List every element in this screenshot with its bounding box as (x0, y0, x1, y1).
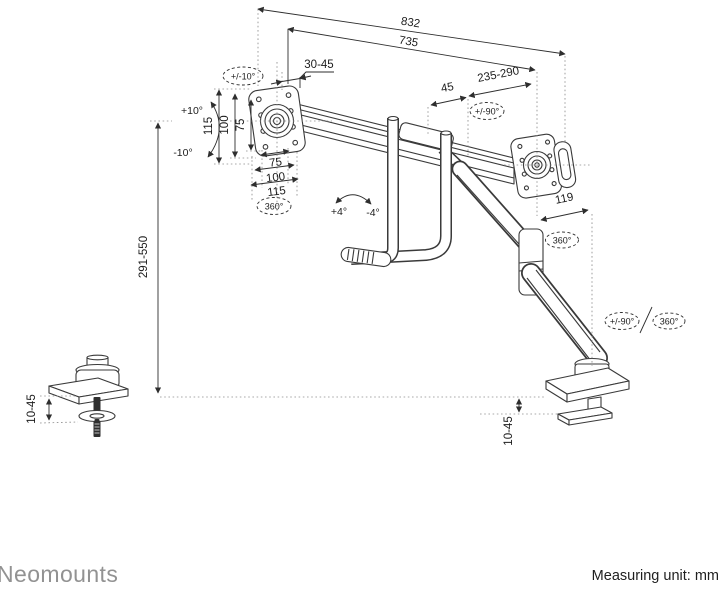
dim-291-550-label: 291-550 (138, 236, 150, 278)
product-drawing (48, 85, 630, 437)
dim-left-10-45-label: 10-45 (26, 394, 38, 423)
dim-119-label: 119 (554, 191, 574, 207)
tilt-range-label: +/-10° (231, 72, 256, 82)
dim-left-clamp-10-45: 10-45 (26, 394, 53, 424)
clamp-bolt (78, 397, 116, 437)
hook-grip (340, 246, 392, 268)
dim-vesa-115-horizontal: 115 (250, 176, 299, 199)
right-pivot-label: +/-90° (475, 107, 500, 117)
level-adjust-arrow: +4° -4° (331, 194, 380, 219)
tilt-arrow: +10° -10° (173, 101, 220, 159)
rotation-annotations: +/-10° +10° -10° 360° +4° -4° +/-90° 360… (173, 66, 686, 334)
dim-735-label: 735 (398, 34, 419, 49)
dim-vesa-75v-label: 75 (235, 119, 247, 132)
left-swivel-label: 360° (265, 202, 284, 212)
quick-release-handle (553, 141, 577, 189)
dimension-annotations: 832 735 30-45 45 235-290 119 291-55 (26, 6, 589, 446)
dim-pole-30-45: 30-45 (270, 59, 334, 86)
cable-management-hook (340, 115, 452, 268)
left-desk-clamp (48, 354, 129, 437)
dim-height-291-550: 291-550 (138, 122, 162, 394)
dim-vesa-100-vertical: 100 (219, 93, 239, 158)
dim-vesa-75-vertical: 75 (235, 99, 255, 151)
dim-832-label: 832 (400, 16, 421, 31)
dim-30-45-label: 30-45 (304, 59, 333, 71)
footer: Neomounts Measuring unit: mm (0, 561, 719, 587)
gas-spring-lower-arm (521, 263, 608, 368)
tilt-down-label: -10° (173, 147, 192, 159)
measuring-unit-label: Measuring unit: mm (592, 568, 719, 584)
dim-45-label: 45 (440, 81, 455, 95)
brand-logo: Neomounts (0, 561, 118, 587)
right-joint-rotation-badge: 360° (545, 231, 579, 249)
arm-base-badges: +/-90° 360° (604, 306, 686, 334)
dim-right-10-45-label: 10-45 (503, 416, 515, 445)
tilt-range-badge: +/-10° (222, 66, 264, 86)
dim-right-clamp-10-45: 10-45 (503, 398, 523, 446)
dim-reach-735: 735 (287, 26, 536, 73)
right-plate-pivot-badge: +/-90° (469, 102, 505, 120)
tilt-up-label: +10° (181, 105, 203, 117)
arm-base-rotation-label: 360° (660, 317, 679, 327)
dim-arm-119: 119 (540, 191, 589, 222)
dim-vesa-115h-label: 115 (267, 185, 287, 199)
right-desk-clamp (545, 357, 630, 426)
level-down-label: -4° (366, 207, 380, 219)
arm-base-pivot-label: +/-90° (610, 317, 635, 327)
dim-vesa-115v-label: 115 (203, 117, 215, 135)
left-plate-swivel-badge: 360° (256, 197, 292, 215)
joint-rotation-label: 360° (553, 236, 572, 246)
level-up-label: +4° (331, 206, 347, 218)
dim-bracket-45: 45 (430, 81, 467, 107)
badge-separator-slash (639, 306, 653, 334)
dim-vesa-100v-label: 100 (219, 115, 231, 134)
